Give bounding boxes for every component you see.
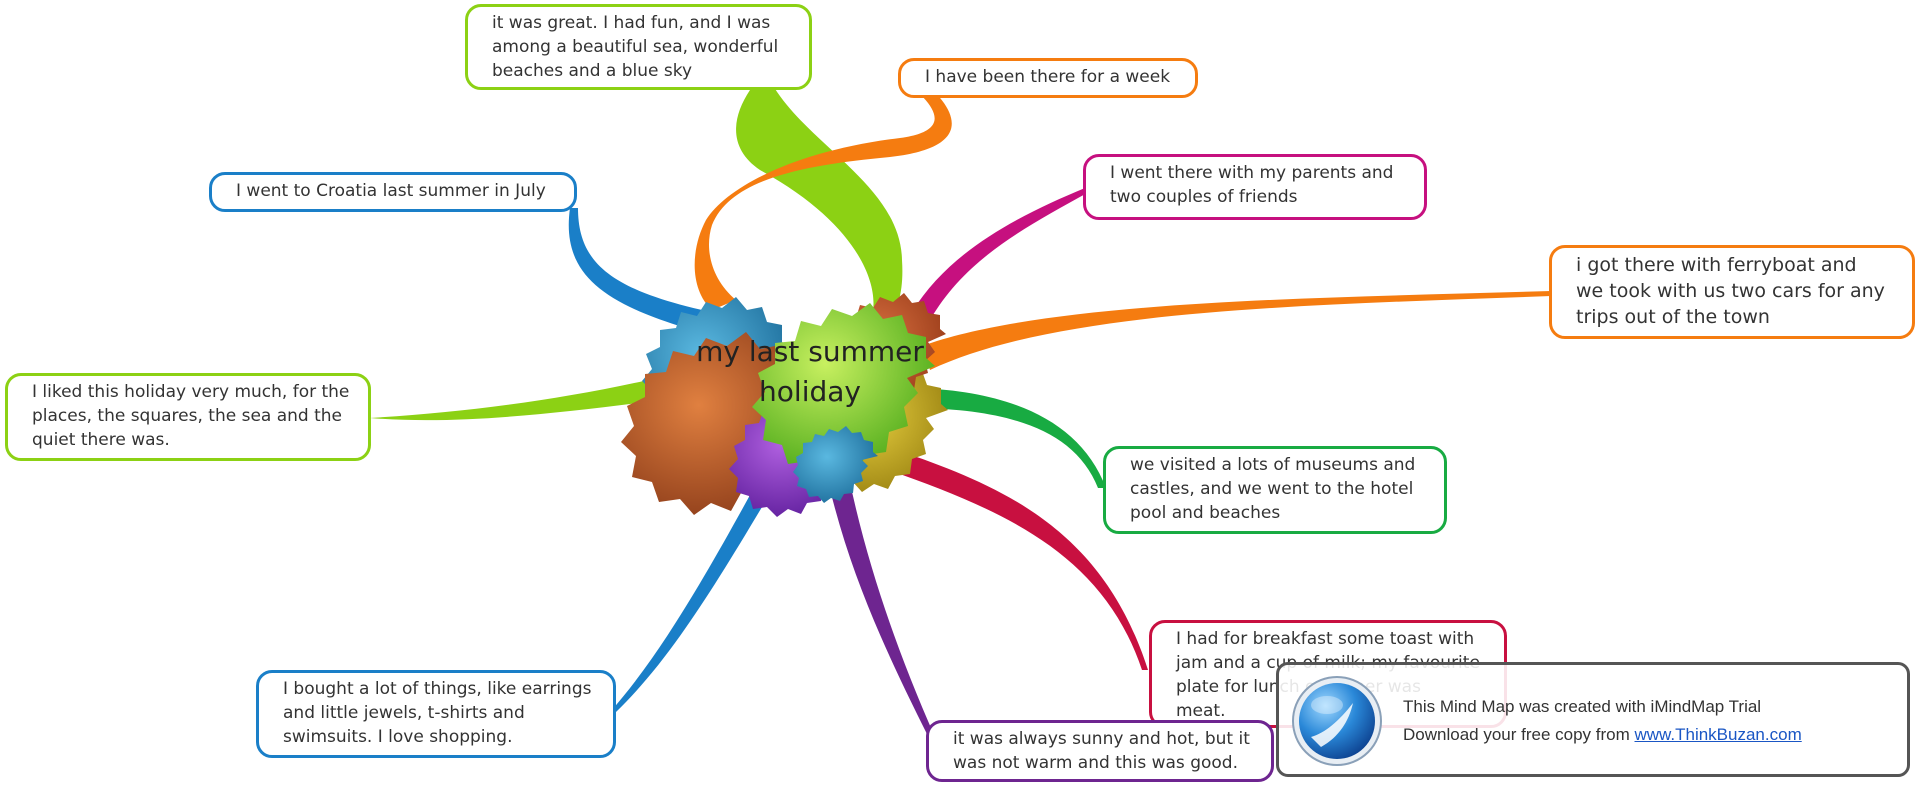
central-gears — [621, 293, 948, 517]
node-sunny[interactable]: it was always sunny and hot, but it was … — [926, 720, 1274, 782]
node-croatia[interactable]: I went to Croatia last summer in July — [209, 172, 577, 212]
node-text-line: I had for breakfast some toast with — [1176, 629, 1475, 649]
node-text-line: two couples of friends — [1110, 187, 1298, 207]
node-shopping[interactable]: I bought a lot of things, like earrings … — [256, 670, 616, 758]
node-text-line: was not warm and this was good. — [953, 753, 1238, 773]
branch-sunny — [820, 440, 940, 748]
node-text-line: and little jewels, t-shirts and — [283, 703, 525, 723]
node-ferryboat[interactable]: i got there with ferryboat and we took w… — [1549, 245, 1915, 339]
thinkbuzan-link[interactable]: www.ThinkBuzan.com — [1634, 725, 1802, 744]
watermark-message: This Mind Map was created with iMindMap … — [1403, 697, 1762, 716]
node-text-line: we took with us two cars for any — [1576, 280, 1885, 302]
node-great[interactable]: it was great. I had fun, and I was among… — [465, 4, 812, 90]
central-topic-line-1: my last summer — [696, 335, 924, 368]
watermark-download-prefix: Download your free copy from — [1403, 725, 1635, 744]
node-text-line: i got there with ferryboat and — [1576, 254, 1857, 276]
central-topic-line-2: holiday — [759, 375, 861, 408]
gear-teal-small — [793, 426, 878, 503]
node-liked[interactable]: I liked this holiday very much, for the … — [5, 373, 371, 461]
node-text-line: I went there with my parents and — [1110, 163, 1394, 183]
imindmap-logo-icon — [1292, 676, 1382, 766]
node-text-line: meat. — [1176, 701, 1226, 721]
node-week[interactable]: I have been there for a week — [898, 58, 1198, 98]
node-text-line: I bought a lot of things, like earrings — [283, 679, 592, 699]
gear-green — [752, 303, 935, 476]
central-topic[interactable]: my last summer holiday — [660, 332, 960, 412]
node-text-line: quiet there was. — [32, 430, 170, 450]
node-text-line: pool and beaches — [1130, 503, 1281, 523]
node-museums[interactable]: we visited a lots of museums and castles… — [1103, 446, 1447, 534]
node-text-line: among a beautiful sea, wonderful — [492, 37, 779, 57]
branch-liked — [370, 370, 694, 421]
trial-watermark-panel: This Mind Map was created with iMindMap … — [1276, 662, 1910, 777]
node-parents[interactable]: I went there with my parents and two cou… — [1083, 154, 1427, 220]
branch-week — [694, 77, 952, 310]
watermark-download-line: Download your free copy from www.ThinkBu… — [1403, 725, 1802, 745]
branch-ferryboat — [922, 291, 1551, 370]
node-text-line: it was always sunny and hot, but it — [953, 729, 1250, 749]
node-text-line: swimsuits. I love shopping. — [283, 727, 513, 747]
node-text-line: places, the squares, the sea and the — [32, 406, 343, 426]
branch-parents — [912, 188, 1089, 320]
node-text-line: we visited a lots of museums and — [1130, 455, 1416, 475]
node-text-line: castles, and we went to the hotel — [1130, 479, 1414, 499]
node-text-line: beaches and a blue sky — [492, 61, 693, 81]
node-text-line: I liked this holiday very much, for the — [32, 382, 350, 402]
node-text-line: I went to Croatia last summer in July — [236, 181, 546, 201]
branch-great — [736, 8, 903, 325]
node-text-line: I have been there for a week — [925, 67, 1171, 87]
node-text-line: trips out of the town — [1576, 306, 1770, 328]
node-text-line: it was great. I had fun, and I was — [492, 13, 771, 33]
